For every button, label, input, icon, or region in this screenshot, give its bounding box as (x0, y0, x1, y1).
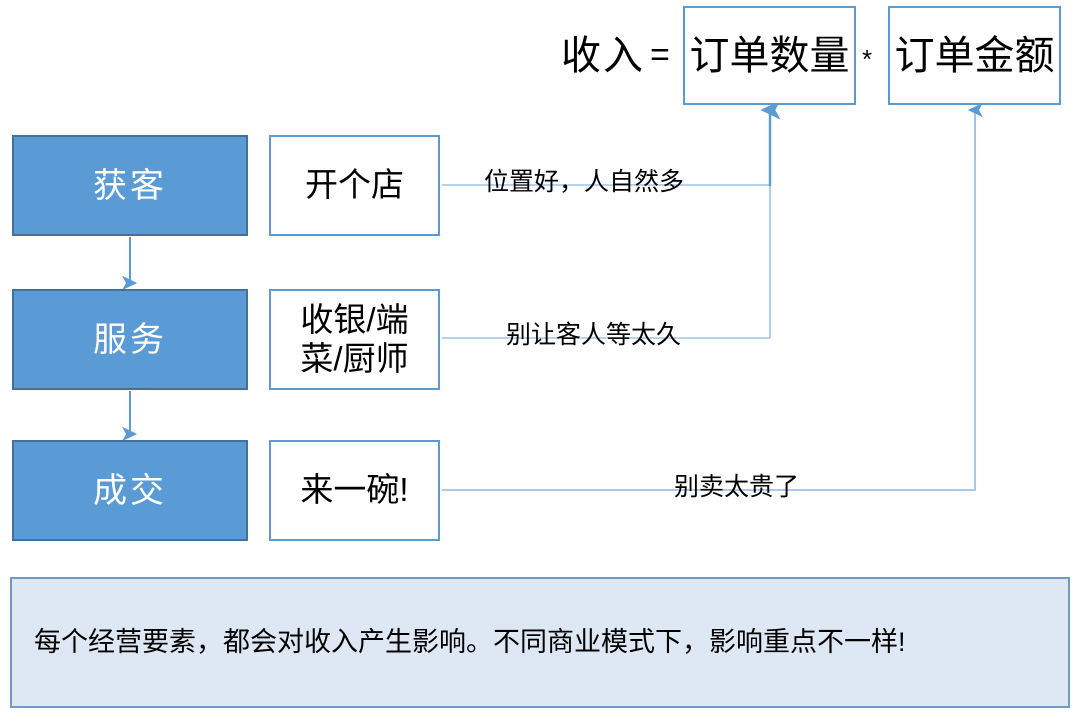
summary-note: 每个经营要素，都会对收入产生影响。不同商业模式下，影响重点不一样! (10, 577, 1070, 708)
stage-box-service[interactable]: 服务 (12, 289, 248, 390)
wire-service-to-order-count (442, 186, 771, 339)
stage-box-acquire[interactable]: 获客 (12, 135, 248, 236)
detail-box-acquire-label: 开个店 (305, 166, 404, 204)
formula-box-order-count[interactable]: 订单数量 (683, 6, 856, 105)
stage-box-service-label: 服务 (93, 320, 167, 359)
detail-box-acquire[interactable]: 开个店 (269, 135, 440, 236)
formula-box-order-amount[interactable]: 订单金额 (888, 6, 1061, 105)
detail-box-deal[interactable]: 来一碗! (269, 440, 440, 541)
stage-box-deal-label: 成交 (93, 471, 167, 510)
formula-box-order-amount-label: 订单金额 (894, 33, 1055, 78)
multiply-sign: * (862, 44, 873, 74)
detail-box-service-label: 收银/端 菜/厨师 (300, 300, 409, 377)
stage-box-acquire-label: 获客 (93, 166, 167, 205)
formula-box-order-count-label: 订单数量 (689, 33, 850, 78)
detail-box-deal-label: 来一碗! (300, 471, 409, 509)
detail-box-service[interactable]: 收银/端 菜/厨师 (269, 289, 440, 390)
wire-deal-to-order-amount (442, 102, 983, 491)
equals-sign: = (650, 36, 670, 74)
wire-caption-deal: 别卖太贵了 (674, 473, 800, 501)
wire-caption-service: 别让客人等太久 (506, 321, 682, 349)
stage-box-deal[interactable]: 成交 (12, 440, 248, 541)
wire-caption-acquire: 位置好，人自然多 (484, 168, 685, 196)
revenue-label: 收入 (561, 34, 645, 78)
summary-note-text: 每个经营要素，都会对收入产生影响。不同商业模式下，影响重点不一样! (34, 626, 906, 657)
